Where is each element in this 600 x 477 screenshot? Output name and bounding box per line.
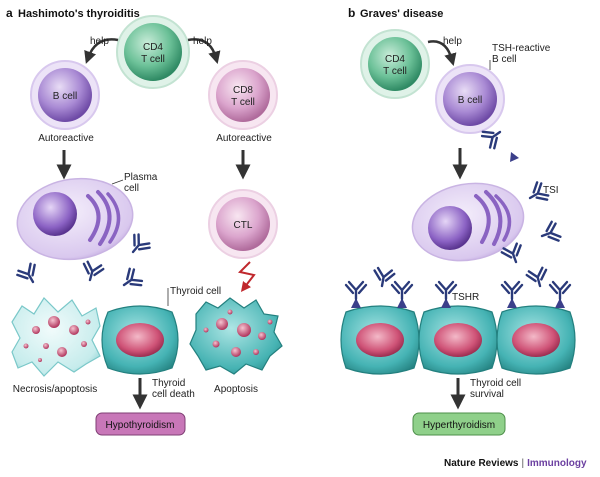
help-label-right: help bbox=[193, 36, 212, 47]
lightning-bolt bbox=[237, 261, 256, 292]
cd8-t-cell: CD8 T cell bbox=[208, 60, 278, 130]
cd4-label-line2: T cell bbox=[141, 54, 165, 65]
thyroid-cell-b2 bbox=[418, 305, 498, 375]
cd8-label-line2: T cell bbox=[231, 97, 255, 108]
help-label-b: help bbox=[443, 36, 462, 47]
hyperthyroidism-box: Hyperthyroidism bbox=[412, 412, 506, 436]
journal-name: Nature Reviews bbox=[444, 458, 519, 469]
plasma-label-line2: cell bbox=[124, 183, 139, 194]
apoptotic-cell bbox=[189, 297, 283, 375]
necrosis-label: Necrosis/apoptosis bbox=[13, 384, 97, 395]
plasma-cell-a bbox=[16, 177, 134, 261]
thyroid-death-line2: cell death bbox=[152, 389, 195, 400]
autoreactive-right: Autoreactive bbox=[216, 133, 272, 144]
hypothyroidism-box: Hypothyroidism bbox=[95, 412, 186, 436]
help-arrow-left bbox=[84, 38, 119, 64]
journal-footer: Nature Reviews|Immunology bbox=[444, 458, 587, 469]
antibody-a2 bbox=[14, 261, 43, 289]
membrane-antibody bbox=[479, 122, 519, 162]
cd4-label-line1: CD4 bbox=[143, 42, 163, 53]
plasma-leader bbox=[111, 179, 124, 185]
panel-a-letter: a bbox=[6, 6, 13, 20]
tsh-reactive-line2: B cell bbox=[492, 54, 516, 65]
panel-b-title: Graves' disease bbox=[360, 8, 443, 20]
antibody-a3 bbox=[79, 259, 106, 284]
thyroid-cell-b3 bbox=[496, 305, 576, 375]
antibody-a1 bbox=[124, 231, 153, 260]
antibody-b2 bbox=[537, 219, 563, 247]
ctl-label: CTL bbox=[234, 220, 253, 231]
cd4-b-label-line2: T cell bbox=[383, 66, 407, 77]
thyroid-cell-label: Thyroid cell bbox=[170, 286, 221, 297]
plasma-label-line1: Plasma bbox=[124, 172, 158, 183]
thyroid-death-line1: Thyroid bbox=[152, 378, 185, 389]
help-arrow-b bbox=[427, 40, 457, 67]
cd4-t-cell-b: CD4 T cell bbox=[360, 29, 430, 99]
necrotic-cell bbox=[11, 297, 101, 377]
hyperthyroidism-label: Hyperthyroidism bbox=[423, 420, 495, 431]
b-cell-label-a: B cell bbox=[53, 91, 77, 102]
autoreactive-left: Autoreactive bbox=[38, 133, 94, 144]
tsh-reactive-line1: TSH-reactive bbox=[492, 43, 551, 54]
b-cell-label-b: B cell bbox=[458, 95, 482, 106]
cd4-b-label-line1: CD4 bbox=[385, 54, 405, 65]
bound-antibody-1 bbox=[344, 280, 368, 301]
apoptosis-label: Apoptosis bbox=[214, 384, 258, 395]
hypothyroidism-label: Hypothyroidism bbox=[106, 420, 175, 431]
cd8-label-line1: CD8 bbox=[233, 85, 253, 96]
bound-antibody-2 bbox=[390, 280, 414, 301]
tsi-label: TSI bbox=[543, 185, 559, 196]
ctl-cell: CTL bbox=[208, 189, 278, 259]
panel-a-title: Hashimoto's thyroiditis bbox=[18, 8, 140, 20]
footer-separator: | bbox=[521, 458, 525, 469]
antibody-a4 bbox=[117, 265, 145, 295]
bound-antibody-5 bbox=[548, 280, 572, 301]
thyroid-cell-b1 bbox=[340, 305, 420, 375]
journal-section: Immunology bbox=[527, 458, 587, 469]
survival-line2: survival bbox=[470, 389, 504, 400]
help-label-left: help bbox=[90, 36, 109, 47]
free-antibody-b5 bbox=[524, 265, 551, 290]
panel-b-letter: b bbox=[348, 6, 355, 20]
thyroid-cell-a bbox=[101, 305, 179, 375]
tshr-label: TSHR bbox=[452, 292, 479, 303]
survival-line1: Thyroid cell bbox=[470, 378, 521, 389]
help-arrow-right bbox=[187, 38, 221, 65]
b-cell-b: B cell bbox=[435, 64, 505, 134]
bound-antibody-4 bbox=[500, 280, 524, 301]
b-cell-a: B cell bbox=[30, 60, 100, 130]
plasma-cell-b bbox=[411, 182, 525, 262]
cd4-t-cell-a: CD4 T cell bbox=[116, 15, 190, 89]
